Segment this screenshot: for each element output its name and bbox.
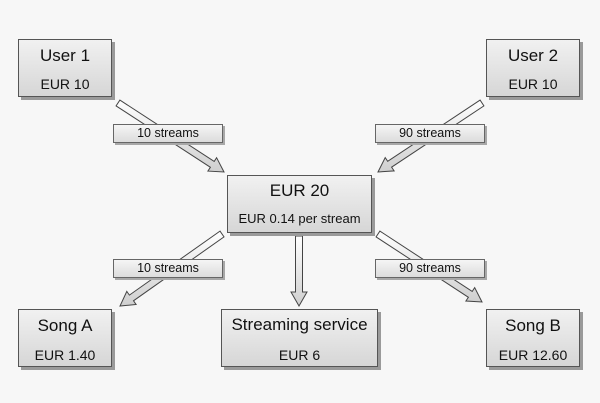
user2-streams-label: 90 streams	[375, 124, 485, 143]
streaming-service-amount: EUR 6	[278, 347, 321, 363]
streaming-service-title: Streaming service	[231, 315, 368, 334]
streaming-service-box: Streaming service EUR 6	[221, 309, 378, 367]
pool-title: EUR 20	[269, 181, 330, 200]
song-b-title: Song B	[505, 316, 561, 335]
song-b-amount: EUR 12.60	[498, 347, 568, 363]
song-b-box: Song B EUR 12.60	[486, 309, 580, 367]
song-a-streams-label: 10 streams	[113, 259, 223, 278]
user1-box: User 1 EUR 10	[18, 39, 112, 97]
user2-box: User 2 EUR 10	[486, 39, 580, 97]
user1-amount: EUR 10	[40, 76, 90, 92]
arrow-pool-to-service	[290, 235, 308, 308]
user2-amount: EUR 10	[508, 76, 558, 92]
song-a-title: Song A	[37, 316, 93, 335]
pool-box: EUR 20 EUR 0.14 per stream	[227, 175, 372, 233]
user2-title: User 2	[507, 46, 559, 65]
user1-title: User 1	[39, 46, 91, 65]
song-a-box: Song A EUR 1.40	[18, 309, 112, 367]
song-a-amount: EUR 1.40	[34, 347, 96, 363]
pool-amount: EUR 0.14 per stream	[238, 211, 361, 226]
song-b-streams-label: 90 streams	[375, 259, 485, 278]
user1-streams-label: 10 streams	[113, 124, 223, 143]
